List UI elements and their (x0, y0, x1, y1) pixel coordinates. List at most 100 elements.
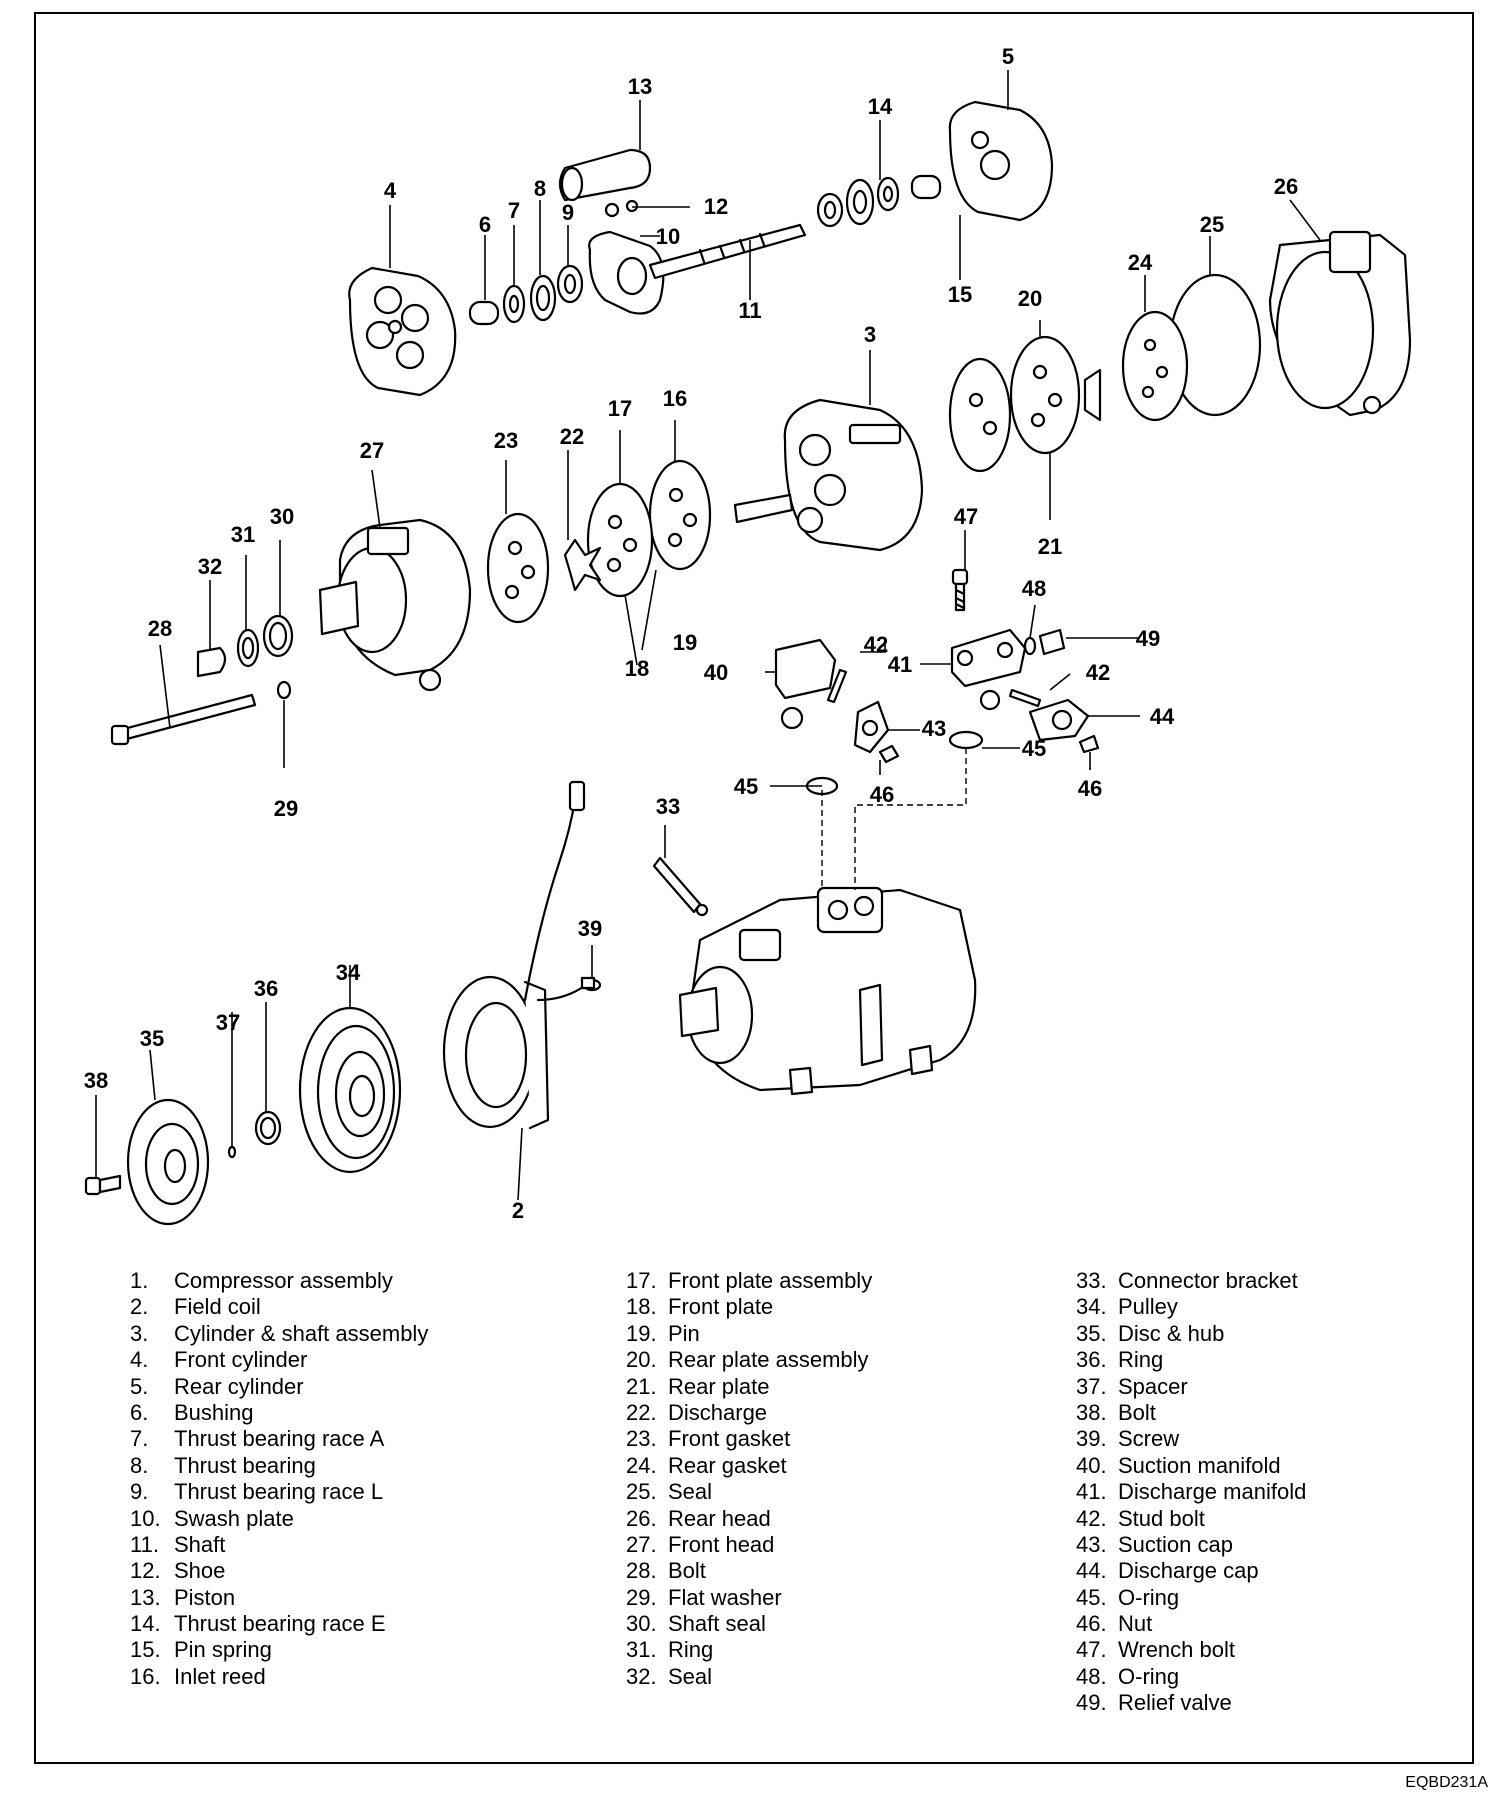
callout-32: 32 (198, 554, 222, 579)
legend-item: 27.Front head (626, 1531, 775, 1557)
callout-46b: 46 (1078, 776, 1102, 801)
legend-item: 4.Front cylinder (130, 1347, 308, 1373)
legend-item: 37.Spacer (1076, 1373, 1188, 1399)
legend-item: 15.Pin spring (130, 1637, 272, 1663)
callout-8: 8 (534, 176, 546, 201)
callout-13: 13 (628, 74, 652, 99)
callout-30: 30 (270, 504, 294, 529)
callout-19: 19 (673, 630, 697, 655)
hub-bolt-part (84, 1174, 122, 1196)
legend-item: 46.Nut (1076, 1611, 1153, 1637)
legend-item: 34.Pulley (1076, 1294, 1178, 1320)
legend-item: 39.Screw (1076, 1426, 1180, 1452)
legend-item: 30.Shaft seal (626, 1611, 766, 1637)
legend-item: 10.Swash plate (130, 1505, 294, 1531)
caps-parts (853, 689, 1090, 754)
legend-item: 24.Rear gasket (626, 1452, 787, 1478)
legend-item: 40.Suction manifold (1076, 1452, 1281, 1478)
legend-item: 47.Wrench bolt (1076, 1637, 1235, 1663)
callout-22: 22 (560, 424, 584, 449)
callout-38: 38 (84, 1068, 108, 1093)
field-coil-part (442, 780, 602, 1130)
disc-hub-part (126, 1098, 210, 1226)
stud-bolt-parts (826, 668, 1042, 708)
legend-item: 5.Rear cylinder (130, 1373, 304, 1399)
callout-11: 11 (738, 298, 761, 323)
callout-35: 35 (140, 1026, 164, 1051)
figure-code: EQBD231A (1405, 1774, 1488, 1791)
leader-lines (95, 70, 1321, 1201)
legend-item: 2.Field coil (130, 1294, 261, 1320)
rear-plate-part (948, 335, 1102, 473)
callout-14: 14 (868, 94, 893, 119)
legend-item: 19.Pin (626, 1320, 700, 1346)
callout-4: 4 (384, 178, 397, 203)
figure-frame (34, 12, 1474, 1764)
callout-45b: 45 (734, 774, 758, 799)
legend-item: 8.Thrust bearing (130, 1452, 316, 1478)
legend-item: 48.O-ring (1076, 1663, 1180, 1689)
callout-42b: 42 (1086, 660, 1110, 685)
legend-item: 6.Bushing (130, 1399, 254, 1425)
front-cylinder-part (348, 266, 457, 397)
callout-24: 24 (1128, 250, 1153, 275)
callout-31: 31 (231, 522, 255, 547)
callout-7: 7 (508, 198, 520, 223)
discharge-manifold-part (950, 628, 1027, 688)
legend-item: 44.Discharge cap (1076, 1558, 1259, 1584)
legend-item: 13.Piston (130, 1584, 236, 1610)
callout-23: 23 (494, 428, 518, 453)
callout-9: 9 (562, 200, 574, 225)
callout-21: 21 (1038, 534, 1062, 559)
legend-item: 9.Thrust bearing race L (130, 1479, 384, 1505)
o-rings-nuts-parts (805, 730, 1100, 796)
parts-legend: 1.Compressor assembly 2.Field coil 3.Cyl… (0, 1268, 1504, 1715)
pulley-part (298, 1006, 402, 1174)
rear-thrust-parts (816, 174, 942, 228)
callout-29: 29 (274, 796, 298, 821)
callout-33: 33 (656, 794, 680, 819)
callout-47: 47 (954, 504, 978, 529)
callout-5: 5 (1002, 44, 1014, 69)
legend-item: 16.Inlet reed (130, 1663, 266, 1689)
front-plates-part (586, 459, 712, 598)
legend-item: 11.Shaft (130, 1531, 226, 1557)
callout-27: 27 (360, 438, 384, 463)
legend-column-3: 33.Connector bracket 34.Pulley 35.Disc &… (1076, 1268, 1306, 1717)
piston-part (558, 148, 652, 202)
bushing-part (468, 300, 500, 326)
callout-36: 36 (254, 976, 278, 1001)
legend-item: 3.Cylinder & shaft assembly (130, 1320, 429, 1346)
legend-item: 12.Shoe (130, 1558, 226, 1584)
callout-10: 10 (656, 224, 680, 249)
legend-item: 33.Connector bracket (1076, 1268, 1298, 1293)
swash-plate-part (588, 230, 665, 315)
legend-item: 36.Ring (1076, 1347, 1164, 1373)
callout-37: 37 (216, 1010, 240, 1035)
legend-item: 23.Front gasket (626, 1426, 791, 1452)
compressor-assembly-part (678, 886, 977, 1096)
legend-column-1: 1.Compressor assembly 2.Field coil 3.Cyl… (130, 1268, 428, 1690)
legend-item: 25.Seal (626, 1479, 713, 1505)
front-seals-parts (196, 614, 294, 678)
legend-item: 31.Ring (626, 1637, 714, 1663)
callout-18: 18 (625, 656, 649, 681)
legend-item: 7.Thrust bearing race A (130, 1426, 385, 1452)
rear-cylinder-part (948, 100, 1054, 222)
front-gasket-part (486, 512, 550, 624)
discharge-reed-part (563, 538, 602, 592)
ring-spacer-parts (227, 1110, 282, 1159)
callout-41: 41 (888, 652, 912, 677)
exploded-view-diagram: 2 3 4 5 6 7 8 9 10 11 12 13 14 15 16 17 … (84, 44, 1412, 1226)
callout-12: 12 (704, 194, 728, 219)
legend-item: 29.Flat washer (626, 1584, 782, 1610)
legend-item: 18.Front plate (626, 1294, 774, 1320)
legend-item: 21.Rear plate (626, 1373, 770, 1399)
assembly-guide-lines (821, 748, 967, 890)
shoe-part (604, 199, 639, 218)
legend-item: 26.Rear head (626, 1505, 771, 1531)
legend-item: 45.O-ring (1076, 1584, 1180, 1610)
legend-item: 14.Thrust bearing race E (130, 1611, 386, 1637)
callout-42: 42 (864, 632, 888, 657)
rear-head-part (1268, 230, 1412, 417)
